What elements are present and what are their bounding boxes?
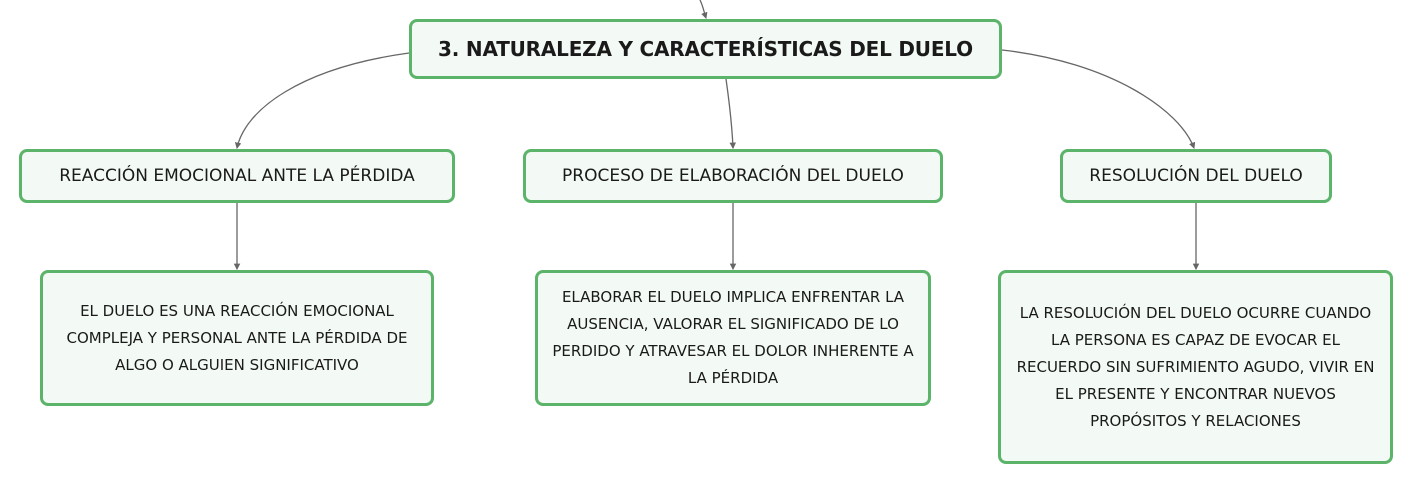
detail-node-reaccion-emocional[interactable]: EL DUELO ES UNA REACCIÓN EMOCIONAL COMPL… (40, 270, 434, 406)
main-topic-node[interactable]: 3. NATURALEZA Y CARACTERÍSTICAS DEL DUEL… (409, 19, 1002, 79)
branch-label: REACCIÓN EMOCIONAL ANTE LA PÉRDIDA (59, 166, 415, 186)
branch-node-resolucion[interactable]: RESOLUCIÓN DEL DUELO (1060, 149, 1332, 203)
branch-node-proceso-elaboracion[interactable]: PROCESO DE ELABORACIÓN DEL DUELO (523, 149, 943, 203)
main-topic-label: 3. NATURALEZA Y CARACTERÍSTICAS DEL DUEL… (438, 37, 973, 61)
detail-text: ELABORAR EL DUELO IMPLICA ENFRENTAR LA A… (552, 288, 914, 387)
connector-main-to-branch-3 (1001, 49, 1196, 150)
detail-node-resolucion[interactable]: LA RESOLUCIÓN DEL DUELO OCURRE CUANDO LA… (998, 270, 1393, 464)
connector-main-to-branch-2 (725, 78, 737, 150)
detail-text: EL DUELO ES UNA REACCIÓN EMOCIONAL COMPL… (66, 301, 408, 374)
branch-label: PROCESO DE ELABORACIÓN DEL DUELO (562, 166, 904, 186)
detail-text: LA RESOLUCIÓN DEL DUELO OCURRE CUANDO LA… (1016, 303, 1375, 430)
branch-label: RESOLUCIÓN DEL DUELO (1089, 166, 1303, 186)
connector-parent-to-main (699, 0, 708, 20)
branch-node-reaccion-emocional[interactable]: REACCIÓN EMOCIONAL ANTE LA PÉRDIDA (19, 149, 455, 203)
detail-node-proceso-elaboracion[interactable]: ELABORAR EL DUELO IMPLICA ENFRENTAR LA A… (535, 270, 931, 406)
connector-main-to-branch-1 (234, 52, 410, 150)
